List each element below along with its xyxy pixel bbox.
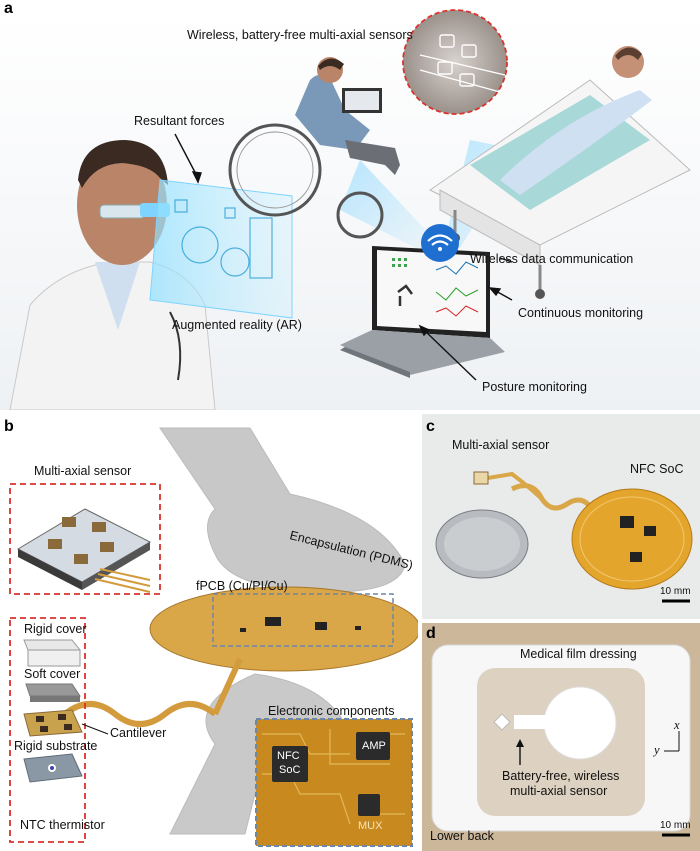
sensors-label: Wireless, battery-free multi-axial senso… (187, 28, 413, 42)
hospital-bed (429, 46, 691, 299)
wifi-icon (421, 224, 459, 262)
d-scale-label: 10 mm (660, 820, 691, 831)
posture-label: Posture monitoring (482, 380, 587, 394)
panel-d: d Medical film dressing Battery-free, wi… (422, 623, 700, 851)
panel-d-letter: d (426, 625, 436, 642)
panel-a-letter: a (4, 0, 13, 17)
forces-label: Resultant forces (134, 114, 225, 128)
axis-x-label: x (674, 718, 680, 732)
panel-c: c Multi-axial sensor NFC SoC 10 mm (422, 414, 700, 619)
dressing-label: Medical film dressing (520, 647, 637, 661)
rigid-substrate-label: Rigid substrate (14, 739, 98, 753)
sensor-zoom-circle (402, 9, 508, 115)
ar-label: Augmented reality (AR) (172, 318, 302, 332)
wireless-label: Wireless data communication (470, 252, 634, 266)
panel-b: b (0, 414, 418, 851)
fpcb-disc (149, 586, 418, 672)
battery-label-line2: multi-axial sensor (510, 784, 608, 798)
panel-a: a (0, 0, 700, 410)
cantilever-label: Cantilever (110, 726, 167, 740)
ntc-label: NTC thermistor (20, 818, 105, 832)
axis-y-label: y (654, 743, 660, 757)
ar-hologram (149, 179, 293, 319)
fpcb-label: fPCB (Cu/PI/Cu) (196, 579, 288, 593)
electronics-label: Electronic components (268, 704, 395, 718)
panel-b-illustration (9, 427, 418, 847)
panel-c-letter: c (426, 418, 435, 435)
rigid-cover-label: Rigid cover (24, 622, 87, 636)
wheelchair-user (228, 57, 400, 239)
c-sensor-label: Multi-axial sensor (452, 438, 550, 452)
panel-b-letter: b (4, 418, 14, 435)
laptop (340, 246, 505, 378)
soft-cover-label: Soft cover (24, 667, 81, 681)
panel-a-illustration (0, 9, 700, 410)
c-nfc-label: NFC SoC (630, 462, 684, 476)
soc-chip-label: SoC (279, 764, 301, 776)
encapsulation-layer (159, 427, 406, 593)
continuous-label: Continuous monitoring (518, 306, 644, 320)
amp-chip-label: AMP (362, 740, 386, 752)
mux-chip-label: MUX (358, 820, 383, 832)
nfc-chip-label: NFC (277, 750, 300, 762)
panel-d-photo (431, 644, 691, 837)
c-scale-label: 10 mm (660, 586, 691, 597)
b-sensor-label: Multi-axial sensor (34, 464, 132, 478)
lower-back-label: Lower back (430, 829, 494, 843)
panel-c-photo (435, 471, 693, 603)
battery-label-line1: Battery-free, wireless (502, 769, 620, 783)
